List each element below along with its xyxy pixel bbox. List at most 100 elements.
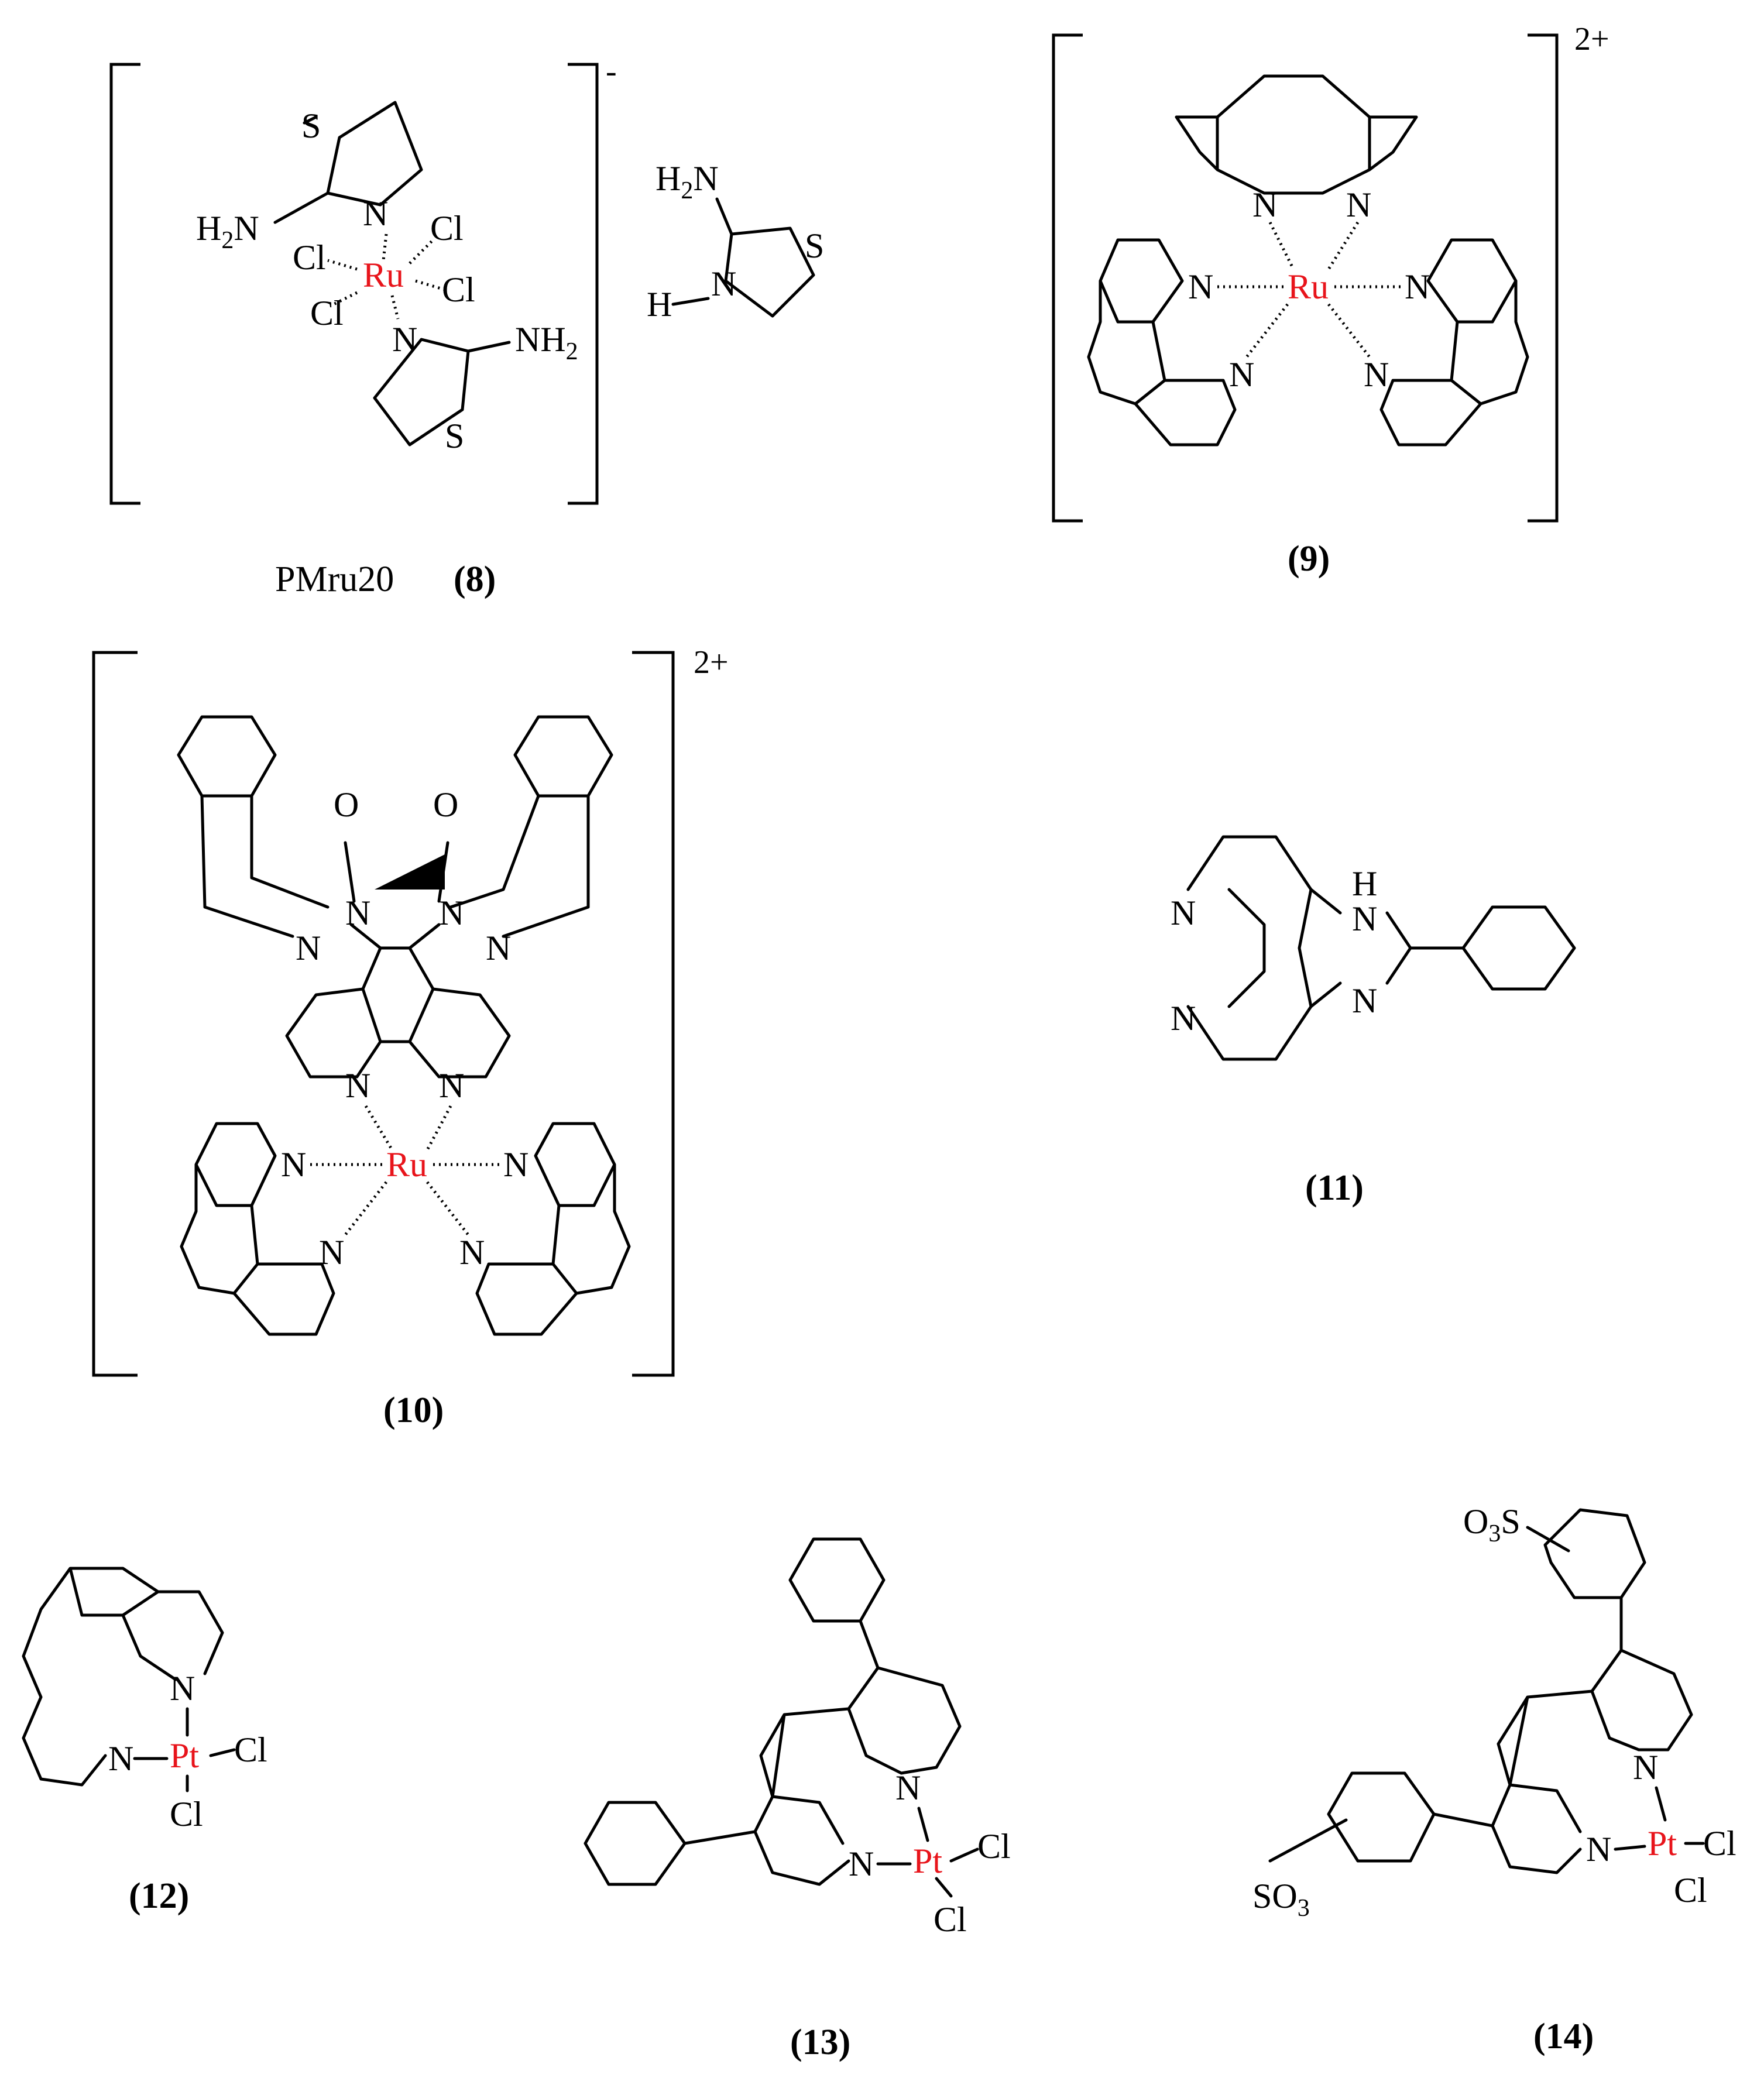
bond	[1614, 1845, 1646, 1851]
sulfophenyl-top	[1526, 1508, 1646, 1652]
charge-10: 2+	[694, 644, 729, 681]
phenanthroline-imidazole	[1186, 835, 1576, 1061]
atom-cl: Cl	[442, 270, 475, 309]
bond	[303, 115, 318, 125]
compound-label-8: (8)	[454, 559, 496, 599]
atom-n: N	[1633, 1748, 1658, 1787]
sulfophenyl-left	[1268, 1771, 1494, 1863]
atom-h2n: H2N	[656, 159, 719, 204]
atom-n: N	[439, 1066, 464, 1105]
metal-ru-9: Ru	[1288, 267, 1329, 306]
atom-cl: Cl	[430, 209, 464, 248]
compound-12: N N Pt Cl Cl (12)	[22, 1567, 267, 1916]
atom-n: N	[1586, 1830, 1611, 1869]
metal-pt-12: Pt	[170, 1736, 199, 1775]
atom-cl: Cl	[293, 238, 326, 277]
phenanthroline-left	[1087, 238, 1237, 447]
atom-n: N	[345, 894, 370, 932]
atom-h2n: H2N	[196, 209, 259, 254]
thiazole-ring-lower	[373, 338, 470, 447]
thiazole-ring-free	[724, 226, 815, 318]
atom-n: N	[296, 929, 321, 967]
atom-n: N	[895, 1768, 921, 1807]
hashed-bond	[327, 259, 358, 271]
atom-cl: Cl	[310, 294, 344, 332]
hashed-bond	[1268, 221, 1295, 270]
atom-n: N	[170, 1669, 195, 1708]
atom-s: S	[805, 226, 824, 265]
thiazole-ring-upper	[326, 101, 423, 207]
atom-n: N	[1352, 981, 1377, 1020]
hashed-bond	[332, 291, 358, 306]
bond	[949, 1847, 979, 1863]
atom-n: N	[503, 1145, 528, 1184]
hashed-bond	[425, 1105, 452, 1151]
atom-cl: Cl	[170, 1795, 203, 1833]
bond	[273, 191, 330, 224]
atom-n: N	[439, 894, 464, 932]
compound-label-14: (14)	[1533, 2017, 1594, 2056]
compound-11: N N H N N (11)	[1171, 835, 1576, 1208]
hashed-bond	[1245, 303, 1289, 358]
charge-8: -	[606, 53, 617, 90]
charge-9: 2+	[1574, 21, 1609, 57]
bracket-right	[1528, 33, 1559, 523]
hashed-bond	[409, 239, 434, 265]
benzene-right	[513, 715, 613, 798]
phenanthroline-top	[1175, 74, 1418, 195]
phenanthroline-right	[475, 1122, 631, 1336]
atom-cl: Cl	[977, 1827, 1011, 1866]
atom-o: O	[433, 785, 458, 824]
metal-ru-8: Ru	[363, 256, 404, 294]
bond	[917, 1807, 929, 1842]
bond	[671, 297, 710, 306]
atom-n: N	[1405, 267, 1430, 306]
phenanthroline	[753, 1666, 962, 1886]
atom-n: N	[486, 929, 511, 967]
atom-nh2: NH2	[515, 320, 578, 365]
phenyl-left	[584, 1801, 757, 1886]
atom-cl: Cl	[934, 1900, 967, 1939]
atom-n: N	[281, 1145, 306, 1184]
atom-s: S	[445, 417, 464, 455]
bracket-right	[632, 651, 675, 1377]
atom-n: N	[1252, 186, 1278, 224]
compound-name-8: PMru20	[275, 559, 394, 599]
atom-s: S	[301, 107, 321, 145]
compound-13: N N Pt Cl Cl (13)	[584, 1537, 1011, 2062]
phenanthroline-top	[285, 987, 511, 1079]
phenanthroline	[22, 1567, 224, 1787]
atom-n: N	[392, 320, 417, 359]
hashed-bond	[390, 295, 400, 320]
atom-o: O	[334, 785, 359, 824]
atom-h: H	[1352, 864, 1377, 903]
atom-h: H	[647, 285, 672, 324]
atom-n: N	[849, 1845, 874, 1883]
atom-n: N	[1229, 355, 1254, 394]
compound-8: - S N H2N Ru Cl Cl Cl Cl N S NH2 H2N S N…	[109, 53, 824, 599]
hashed-bond	[415, 279, 445, 291]
bond	[935, 1877, 953, 1898]
bracket-left	[109, 63, 140, 505]
phenanthroline	[1491, 1649, 1693, 1874]
atom-n: N	[108, 1739, 133, 1778]
atom-cl: Cl	[1674, 1871, 1707, 1910]
atom-n: N	[1346, 186, 1371, 224]
bond	[1655, 1786, 1667, 1822]
hashed-bond	[1327, 303, 1371, 358]
hashed-bond	[344, 1181, 387, 1236]
benzene-left	[177, 715, 277, 798]
atom-n: N	[1364, 355, 1389, 394]
atom-o3s: O3S	[1463, 1502, 1521, 1547]
compound-14: O3S SO3 N N Pt Cl Cl (14)	[1252, 1502, 1736, 2056]
hashed-bond	[1327, 221, 1360, 270]
bond	[466, 341, 511, 353]
hashed-bond	[364, 1105, 394, 1151]
atom-cl: Cl	[234, 1730, 267, 1769]
compound-label-10: (10)	[383, 1390, 444, 1430]
atom-cl: Cl	[1703, 1824, 1736, 1863]
phenanthroline-right	[1379, 238, 1529, 447]
atom-n: N	[1171, 894, 1196, 932]
metal-pt-13: Pt	[913, 1842, 942, 1880]
